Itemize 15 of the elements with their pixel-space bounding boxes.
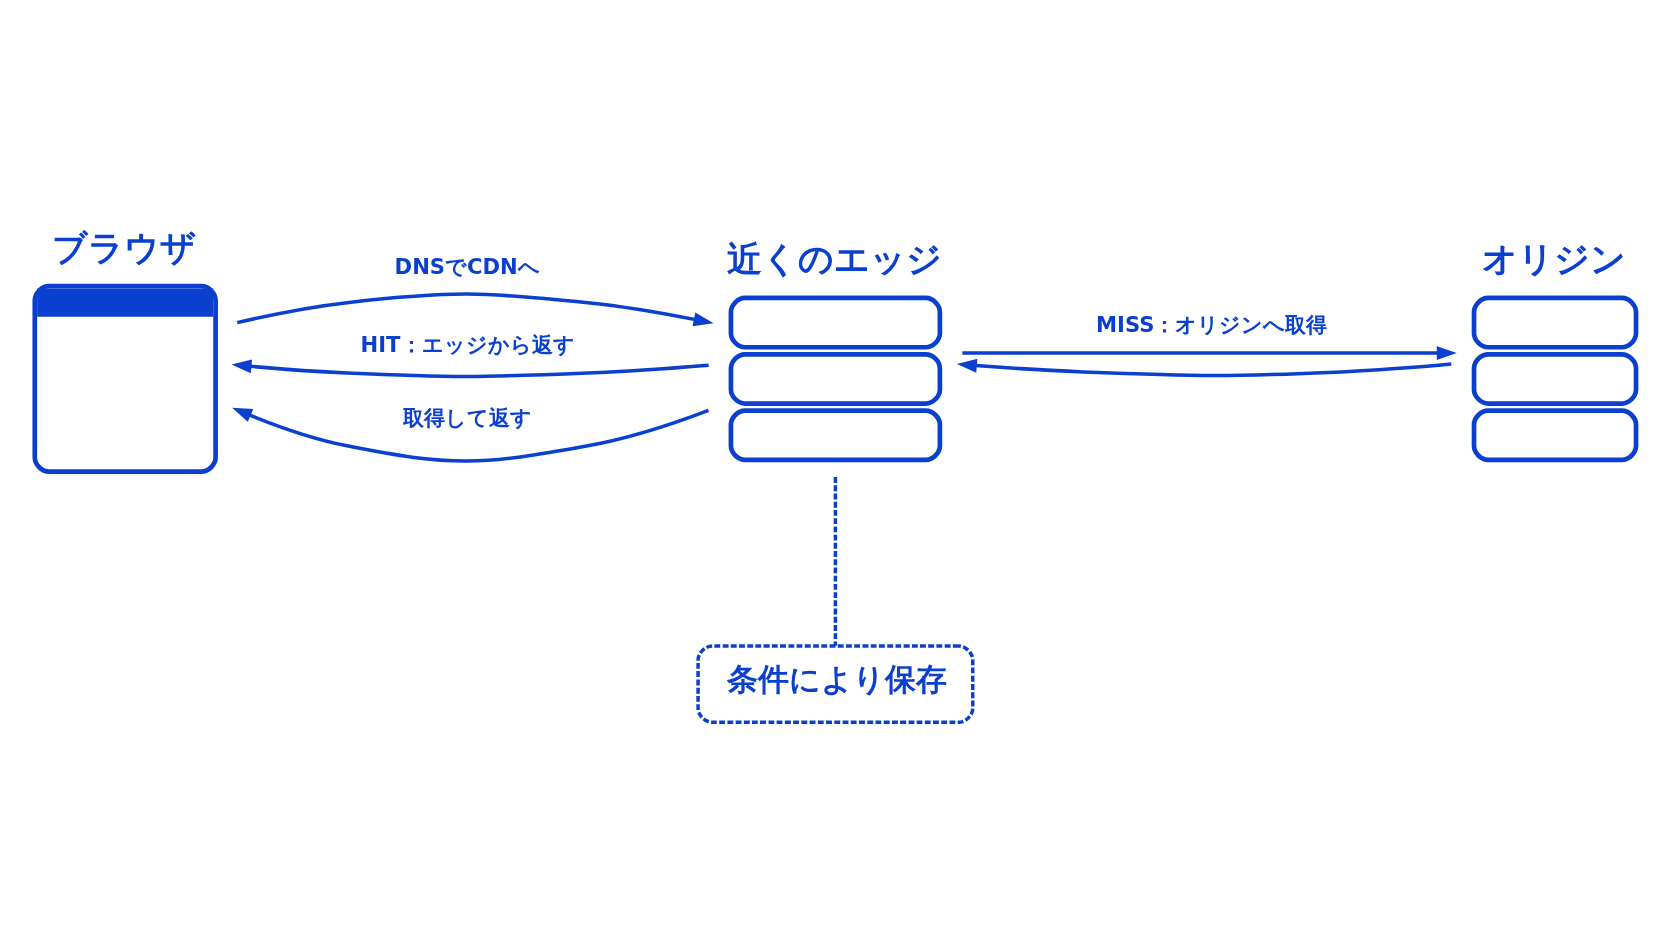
arrow (956, 358, 1452, 378)
node-box: 条件により保存 (696, 644, 975, 725)
arrow (236, 292, 714, 327)
arrow (231, 359, 709, 379)
node-label: ブラウザ (52, 227, 197, 269)
connector (833, 477, 838, 646)
node-box (32, 283, 218, 475)
edge-label: DNSでCDNへ (394, 253, 540, 279)
node-label: オリジン (1482, 237, 1627, 279)
arrow (232, 407, 710, 463)
edge-label: HIT：エッジから返す (360, 332, 575, 358)
node-label: 近くのエッジ (727, 237, 943, 279)
arrow (962, 346, 1457, 361)
edge-label: MISS：オリジンへ取得 (1096, 312, 1328, 338)
edge-label: 取得して返す (402, 405, 532, 431)
